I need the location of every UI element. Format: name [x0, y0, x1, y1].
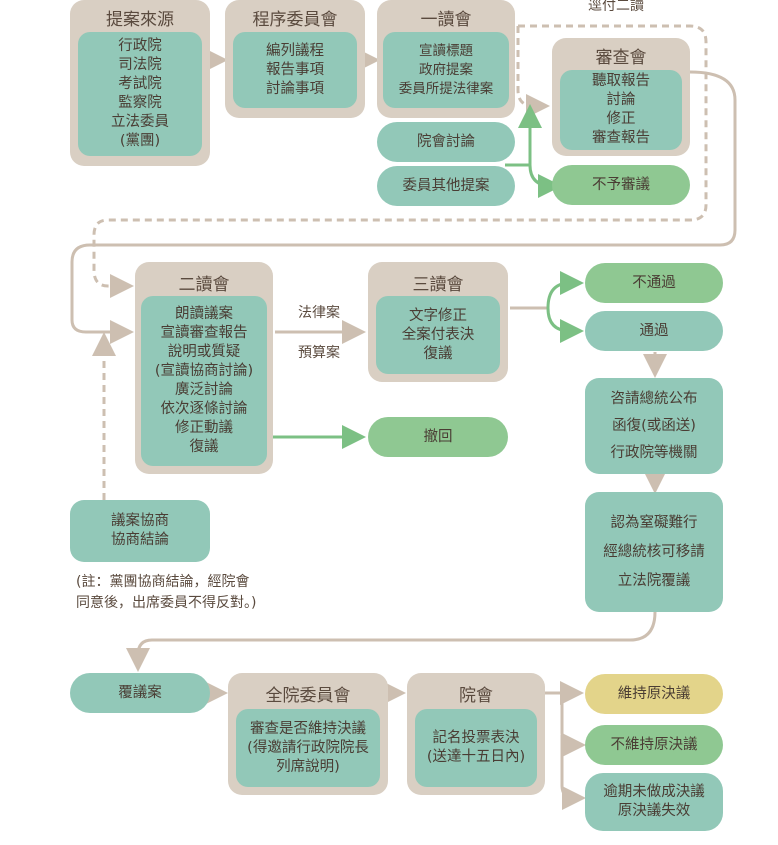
note-line: (註：黨團協商結論，經院會: [76, 574, 250, 590]
promulgate-item: 函復(或函送): [612, 417, 696, 434]
reconsideration-pill: 覆議案: [70, 673, 210, 713]
procedure-committee-title: 程序委員會: [252, 10, 338, 30]
whole-committee-list: 審查是否維持決議 (得邀請行政院院長 列席說明): [236, 709, 380, 787]
third-reading-list: 文字修正 全案付表決 復議: [376, 296, 500, 374]
negotiation-item: 協商結論: [111, 532, 169, 548]
maintain-decision-pill: 維持原決議: [585, 674, 723, 714]
second-reading-item: 宣讀審查報告: [160, 325, 248, 341]
fail-pill: 不通過: [585, 263, 723, 303]
third-reading-title: 三讀會: [412, 275, 464, 295]
second-reading-item: 依次逐條討論: [160, 401, 248, 417]
first-reading-item: 宣讀標題: [419, 42, 473, 59]
whole-committee-item: 審查是否維持決議: [250, 720, 366, 737]
review-item: 聽取報告: [592, 73, 650, 89]
negotiation-item: 議案協商: [111, 513, 169, 529]
note-line: 同意後，出席委員不得反對。): [76, 595, 257, 611]
plenary-box: 院會 記名投票表決 (送達十五日內): [407, 673, 545, 795]
review-title: 審查會: [595, 48, 647, 68]
plenary-item: 記名投票表決: [432, 730, 520, 746]
proposal-source-title: 提案來源: [106, 10, 174, 30]
first-reading-title: 一讀會: [420, 10, 472, 30]
second-reading-item: 修正動議: [175, 420, 233, 436]
member-other-motion-pill: 委員其他提案: [377, 166, 515, 206]
negotiation-note: (註：黨團協商結論，經院會 同意後，出席委員不得反對。): [76, 572, 256, 614]
review-item: 討論: [606, 92, 636, 108]
second-reading-box: 二讀會 朗讀議案 宣讀審查報告 說明或質疑 (宣讀協商討論) 廣泛討論 依次逐條…: [135, 262, 273, 474]
first-reading-box: 一讀會 宣讀標題 政府提案 委員所提法律案: [377, 0, 515, 118]
reconsider-item: 認為窒礙難行: [610, 514, 698, 531]
plenary-item: (送達十五日內): [426, 749, 526, 765]
second-reading-title: 二讀會: [178, 275, 230, 295]
review-item: 審查報告: [592, 130, 650, 146]
expired-item: 逾期未做成決議: [603, 784, 705, 800]
source-item: 司法院: [118, 57, 162, 73]
reconsider-request-box: 認為窒礙難行 經總統核可移請 立法院覆議: [585, 492, 723, 612]
proposal-source-box: 提案來源 行政院 司法院 考試院 監察院 立法委員 (黨團): [70, 0, 210, 166]
expired-item: 原決議失效: [617, 803, 691, 819]
review-box: 審查會 聽取報告 討論 修正 審查報告: [552, 38, 690, 156]
plenary-list: 記名投票表決 (送達十五日內): [415, 709, 537, 787]
reconsider-item: 經總統核可移請: [603, 543, 705, 560]
skip-to-second-reading-label: 逕付二讀: [588, 0, 644, 14]
expired-decision-pill: 逾期未做成決議 原決議失效: [585, 773, 723, 831]
procedure-item: 編列議程: [266, 42, 324, 59]
first-reading-item: 政府提案: [419, 61, 473, 78]
second-reading-item: 說明或質疑: [167, 344, 241, 360]
budget-bill-label: 預算案: [298, 345, 340, 361]
plenary-discussion-pill: 院會討論: [377, 122, 515, 162]
withdraw-pill: 撤回: [368, 417, 508, 457]
procedure-item: 報告事項: [266, 61, 324, 78]
source-item: 監察院: [118, 95, 162, 111]
reconsider-item: 立法院覆議: [617, 572, 691, 589]
second-reading-item: 廣泛討論: [175, 382, 233, 398]
source-item: 行政院: [118, 38, 162, 54]
promulgate-box: 咨請總統公布 函復(或函送) 行政院等機關: [585, 378, 723, 474]
not-maintain-decision-pill: 不維持原決議: [585, 725, 723, 765]
source-item: (黨團): [119, 133, 161, 149]
whole-committee-title: 全院委員會: [265, 686, 351, 706]
third-reading-item: 復議: [423, 345, 453, 362]
proposal-source-list: 行政院 司法院 考試院 監察院 立法委員 (黨團): [78, 32, 202, 156]
source-item: 立法委員: [111, 114, 169, 130]
review-item: 修正: [606, 111, 636, 127]
procedure-committee-box: 程序委員會 編列議程 報告事項 討論事項: [225, 0, 365, 118]
whole-committee-box: 全院委員會 審查是否維持決議 (得邀請行政院院長 列席說明): [228, 673, 388, 795]
third-reading-box: 三讀會 文字修正 全案付表決 復議: [368, 262, 508, 382]
source-item: 考試院: [118, 76, 162, 92]
first-reading-item: 委員所提法律案: [398, 80, 494, 97]
no-review-pill: 不予審議: [552, 165, 690, 205]
third-reading-item: 全案付表決: [401, 326, 475, 343]
procedure-item: 討論事項: [266, 80, 324, 97]
second-reading-item: (宣讀協商討論): [154, 363, 254, 379]
promulgate-item: 行政院等機關: [610, 444, 698, 461]
whole-committee-item: (得邀請行政院院長: [247, 739, 369, 756]
plenary-title: 院會: [459, 686, 493, 706]
promulgate-item: 咨請總統公布: [610, 390, 698, 407]
whole-committee-item: 列席說明): [276, 758, 340, 775]
negotiation-box: 議案協商 協商結論: [70, 500, 210, 562]
third-reading-item: 文字修正: [409, 307, 467, 324]
review-list: 聽取報告 討論 修正 審查報告: [560, 70, 682, 150]
first-reading-list: 宣讀標題 政府提案 委員所提法律案: [383, 32, 509, 108]
second-reading-list: 朗讀議案 宣讀審查報告 說明或質疑 (宣讀協商討論) 廣泛討論 依次逐條討論 修…: [141, 296, 267, 466]
law-bill-label: 法律案: [298, 305, 340, 321]
pass-pill: 通過: [585, 311, 723, 351]
second-reading-item: 復議: [189, 439, 219, 455]
second-reading-item: 朗讀議案: [175, 306, 233, 322]
procedure-committee-list: 編列議程 報告事項 討論事項: [233, 32, 357, 108]
